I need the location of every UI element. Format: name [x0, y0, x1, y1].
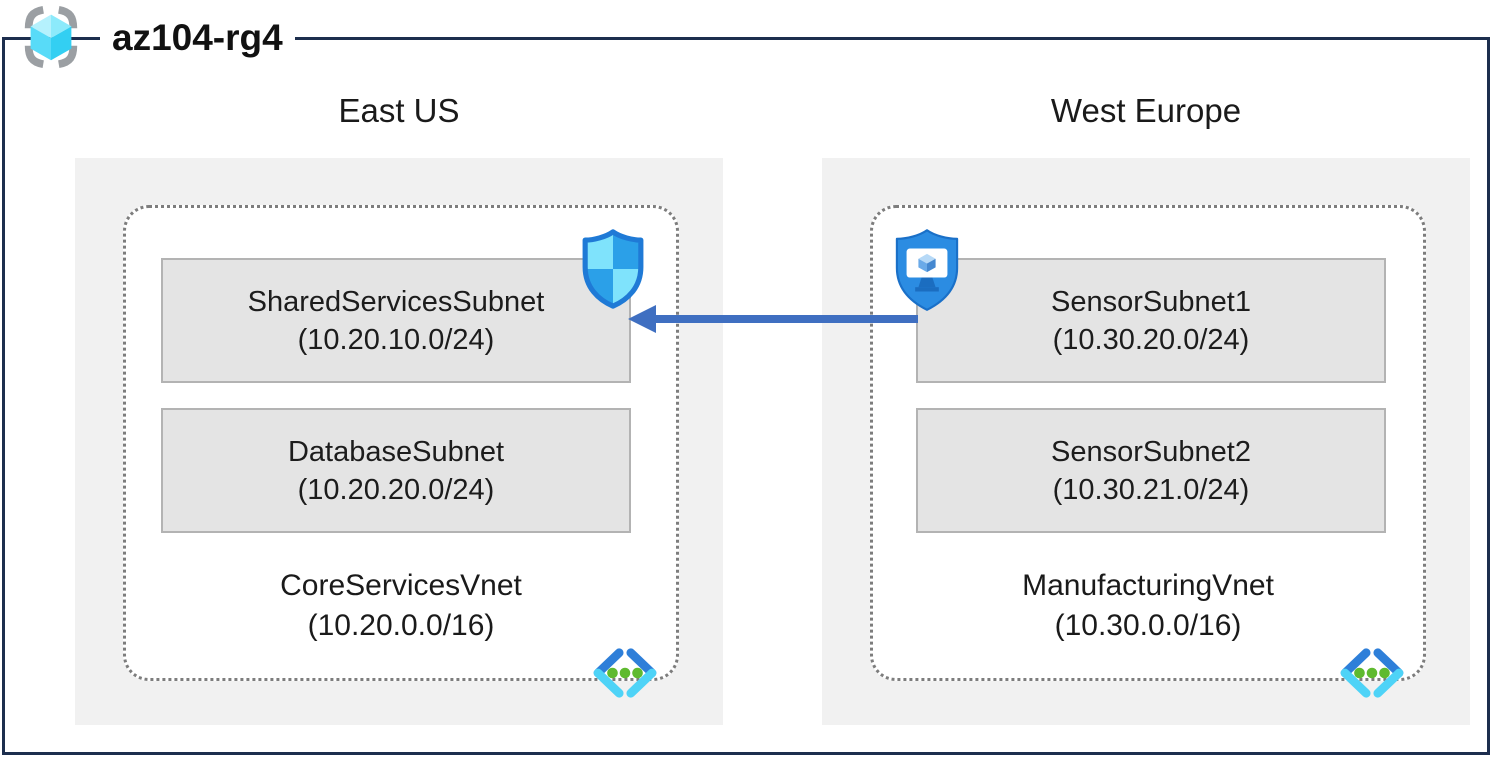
region-label-east-us: East US [338, 92, 460, 129]
protected-sensor-shield-icon [892, 227, 962, 313]
subnet-name: SensorSubnet1 [1051, 285, 1251, 318]
traffic-arrow [624, 298, 920, 342]
subnet-name: DatabaseSubnet [287, 435, 505, 468]
vnet-cidr: (10.20.0.0/16) [307, 609, 495, 642]
vnet-cidr: (10.30.0.0/16) [1054, 609, 1242, 642]
resource-group-frame [2, 37, 1490, 755]
subnet-sharedservices: SharedServicesSubnet (10.20.10.0/24) [161, 258, 631, 383]
subnet-name: SharedServicesSubnet [247, 285, 545, 318]
virtual-network-icon [590, 646, 660, 700]
resource-group-icon [16, 4, 86, 70]
subnet-cidr: (10.30.20.0/24) [1052, 323, 1250, 356]
subnet-sensor1: SensorSubnet1 (10.30.20.0/24) [916, 258, 1386, 383]
nsg-shield-icon [580, 227, 646, 311]
subnet-cidr: (10.20.10.0/24) [297, 323, 495, 356]
subnet-cidr: (10.30.21.0/24) [1052, 473, 1250, 506]
vnet-coreservices-label: CoreServicesVnet (10.20.0.0/16) [123, 566, 679, 646]
subnet-cidr: (10.20.20.0/24) [297, 473, 495, 506]
vnet-manufacturing-label: ManufacturingVnet (10.30.0.0/16) [870, 566, 1426, 646]
subnet-database: DatabaseSubnet (10.20.20.0/24) [161, 408, 631, 533]
vnet-name: CoreServicesVnet [280, 569, 522, 602]
virtual-network-icon [1337, 646, 1407, 700]
region-label-west-europe: West Europe [1050, 92, 1242, 129]
vnet-name: ManufacturingVnet [1022, 569, 1274, 602]
subnet-name: SensorSubnet2 [1051, 435, 1251, 468]
subnet-sensor2: SensorSubnet2 (10.30.21.0/24) [916, 408, 1386, 533]
resource-group-title: az104-rg4 [100, 12, 295, 64]
